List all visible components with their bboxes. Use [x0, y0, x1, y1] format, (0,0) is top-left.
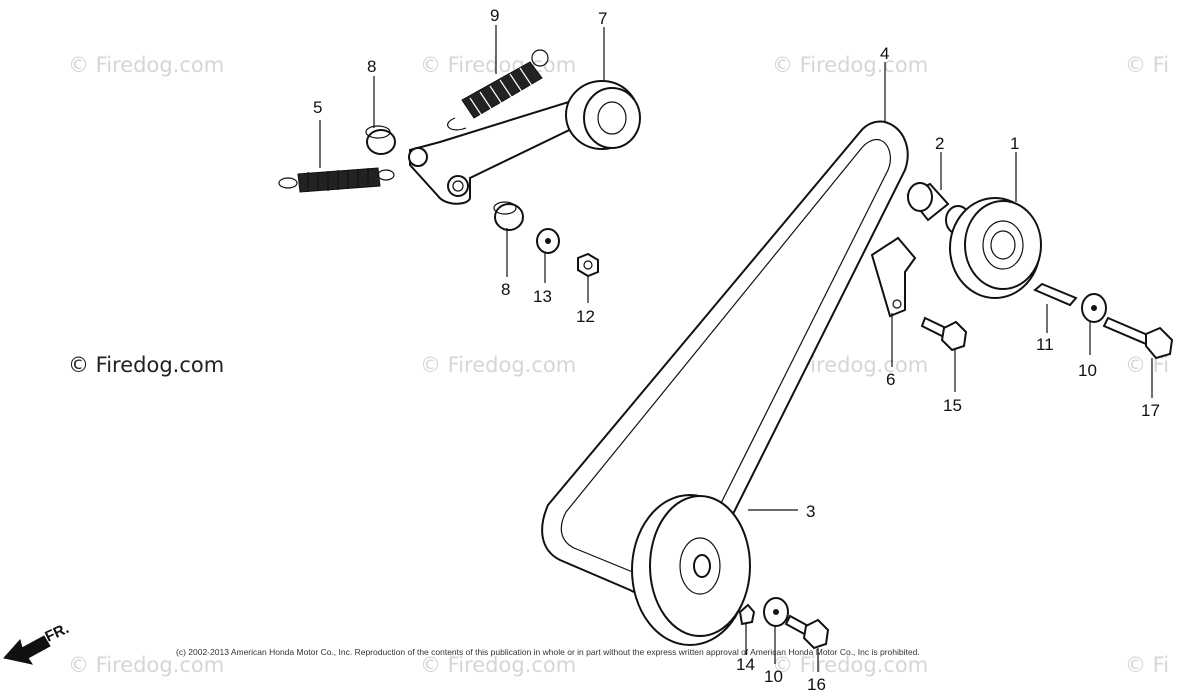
part-10-washer-upper	[1081, 293, 1107, 323]
part-12-nut	[577, 252, 599, 278]
part-10-washer-lower	[763, 597, 789, 627]
part-17-bolt	[1102, 316, 1174, 360]
callout-5: 5	[313, 98, 322, 117]
part-13-washer	[536, 228, 560, 254]
callout-8-upper: 8	[367, 57, 376, 76]
part-15-bolt	[920, 316, 968, 352]
callouts: 1 2 3 4 5 6 7 8 8 9 10 10 11 12 13 14 15…	[313, 6, 1160, 694]
watermark: © Firedog.com	[420, 53, 576, 77]
part-9-spring	[447, 49, 549, 131]
callout-9: 9	[490, 6, 499, 25]
front-arrow-label: FR.	[43, 620, 72, 646]
watermark: © Firedog.com	[68, 53, 224, 77]
part-8-collar-lower	[493, 201, 524, 231]
watermark: © Firedog.com	[772, 653, 928, 677]
watermark: © Firedog.com	[68, 653, 224, 677]
part-11-key	[1033, 282, 1078, 307]
watermark: © Fi	[1125, 53, 1169, 77]
callout-8-lower: 8	[501, 280, 510, 299]
part-16-bolt	[784, 614, 830, 650]
part-8-collar-upper	[365, 125, 396, 155]
watermark: © Firedog.com	[772, 53, 928, 77]
part-4-v-belt	[541, 120, 909, 601]
callout-7: 7	[598, 9, 607, 28]
callout-12: 12	[576, 307, 595, 326]
part-2-collar	[906, 182, 950, 222]
part-5-spring	[278, 167, 395, 193]
callout-10-lower: 10	[764, 667, 783, 686]
callout-15: 15	[943, 396, 962, 415]
callout-1: 1	[1010, 134, 1019, 153]
part-3-drive-pulley	[631, 494, 751, 646]
front-direction-arrow: FR.	[3, 620, 72, 665]
watermark: © Firedog.com	[420, 353, 576, 377]
callout-2: 2	[935, 134, 944, 153]
leader-lines	[319, 25, 1153, 672]
part-6-belt-guide	[870, 236, 917, 318]
part-1-pulley	[945, 197, 1042, 299]
part-7-tensioner-arm	[408, 80, 641, 205]
callout-14: 14	[736, 655, 755, 674]
callout-6: 6	[886, 370, 895, 389]
watermark-primary: © Firedog.com	[68, 353, 224, 377]
watermarks: © Firedog.com © Firedog.com © Firedog.co…	[68, 53, 1169, 677]
callout-17: 17	[1141, 401, 1160, 420]
watermark: © Fi	[1125, 653, 1169, 677]
part-14-key	[738, 603, 756, 626]
watermark: © Firedog.com	[420, 653, 576, 677]
callout-13: 13	[533, 287, 552, 306]
callout-3: 3	[806, 502, 815, 521]
callout-4: 4	[880, 44, 889, 63]
callout-10-upper: 10	[1078, 361, 1097, 380]
callout-16: 16	[807, 675, 826, 694]
copyright-notice: (c) 2002-2013 American Honda Motor Co., …	[176, 647, 920, 657]
callout-11: 11	[1036, 335, 1054, 354]
